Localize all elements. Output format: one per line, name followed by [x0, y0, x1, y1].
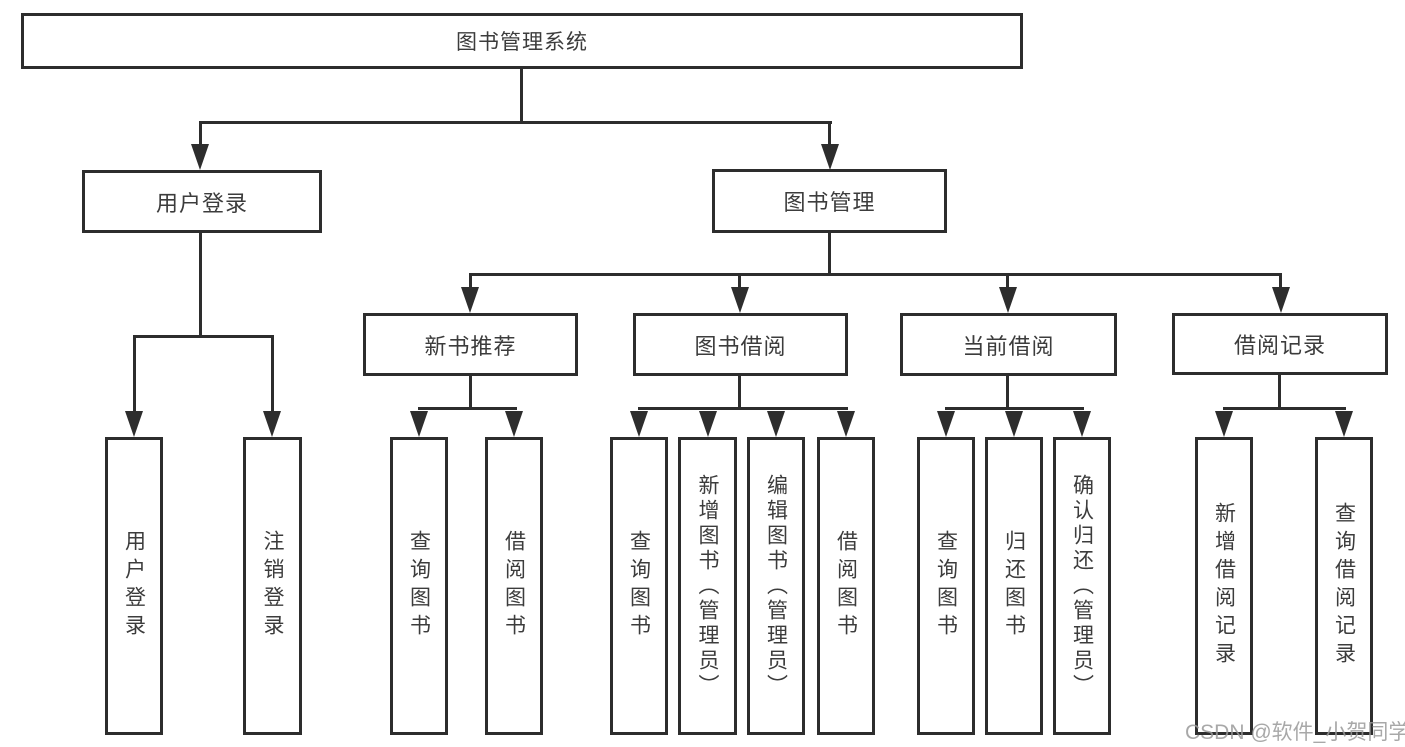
leaf-logout: 注销登录 — [243, 437, 302, 735]
connector-line — [828, 121, 831, 149]
connector-line — [271, 335, 274, 415]
node-borrow-records: 借阅记录 — [1172, 313, 1388, 375]
arrowhead-down-icon — [999, 287, 1017, 313]
connector-line — [199, 233, 202, 336]
leaf-newbook-borrow-books: 借阅图书 — [485, 437, 543, 735]
csdn-watermark: CSDN @软件_小贺同学 — [1185, 721, 1405, 744]
node-root: 图书管理系统 — [21, 13, 1023, 69]
connector-line — [1006, 273, 1009, 291]
arrowhead-down-icon — [1215, 411, 1233, 437]
arrowhead-down-icon — [461, 287, 479, 313]
arrowhead-down-icon — [191, 144, 209, 170]
leaf-borrow-query-books: 查询图书 — [610, 437, 668, 735]
arrowhead-down-icon — [731, 287, 749, 313]
arrowhead-down-icon — [1272, 287, 1290, 313]
arrowhead-down-icon — [505, 411, 523, 437]
connector-line — [199, 121, 832, 124]
leaf-user-login: 用户登录 — [105, 437, 163, 735]
node-book-borrow: 图书借阅 — [633, 313, 848, 376]
leaf-current-query-books: 查询图书 — [917, 437, 975, 735]
node-current-borrow: 当前借阅 — [900, 313, 1117, 376]
connector-line — [133, 335, 274, 338]
arrowhead-down-icon — [263, 411, 281, 437]
leaf-current-return-books: 归还图书 — [985, 437, 1043, 735]
arrowhead-down-icon — [1073, 411, 1091, 437]
connector-line — [738, 376, 741, 408]
connector-line — [1223, 407, 1346, 410]
node-book-management: 图书管理 — [712, 169, 947, 233]
leaf-records-add-record: 新增借阅记录 — [1195, 437, 1253, 735]
arrowhead-down-icon — [821, 144, 839, 170]
arrowhead-down-icon — [125, 411, 143, 437]
connector-line — [520, 69, 523, 122]
leaf-records-query-record: 查询借阅记录 — [1315, 437, 1373, 735]
leaf-newbook-query-books: 查询图书 — [390, 437, 448, 735]
arrowhead-down-icon — [699, 411, 717, 437]
arrowhead-down-icon — [937, 411, 955, 437]
connector-line — [1006, 376, 1009, 408]
connector-line — [469, 273, 472, 291]
connector-line — [1278, 375, 1281, 408]
arrowhead-down-icon — [1335, 411, 1353, 437]
leaf-borrow-add-books-admin: 新增图书（管理员） — [678, 437, 737, 735]
leaf-borrow-borrow-books: 借阅图书 — [817, 437, 875, 735]
connector-line — [738, 273, 741, 291]
arrowhead-down-icon — [630, 411, 648, 437]
connector-line — [638, 407, 848, 410]
connector-line — [418, 407, 517, 410]
connector-line — [828, 233, 831, 274]
node-user-login: 用户登录 — [82, 170, 322, 233]
connector-line — [945, 407, 1084, 410]
leaf-borrow-edit-books-admin: 编辑图书（管理员） — [747, 437, 805, 735]
arrowhead-down-icon — [837, 411, 855, 437]
arrowhead-down-icon — [1005, 411, 1023, 437]
arrowhead-down-icon — [767, 411, 785, 437]
node-new-book-recommend: 新书推荐 — [363, 313, 578, 376]
connector-line — [469, 273, 1282, 276]
connector-line — [133, 335, 136, 415]
connector-line — [469, 376, 472, 408]
connector-line — [1279, 273, 1282, 291]
leaf-current-confirm-return-admin: 确认归还（管理员） — [1053, 437, 1111, 735]
connector-line — [199, 121, 202, 149]
arrowhead-down-icon — [410, 411, 428, 437]
